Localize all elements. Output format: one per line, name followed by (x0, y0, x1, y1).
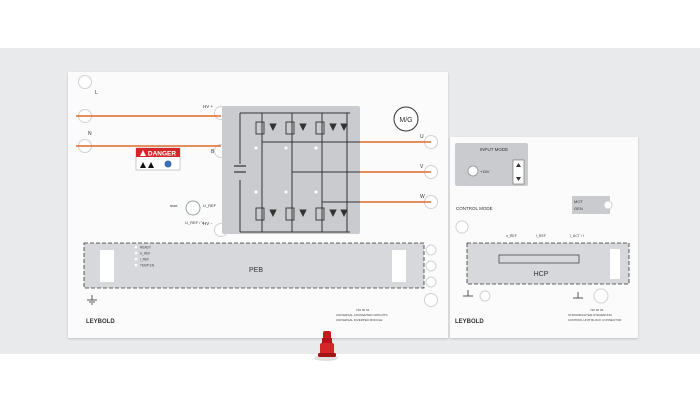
input-mode-switch[interactable] (512, 159, 525, 185)
peb-left-slot (100, 250, 114, 282)
hcp-product-line-2: STROMRICHTER-STEUERUNG (568, 313, 613, 317)
signal-iact: I_ACT / f (570, 234, 584, 238)
peb-brand: LEYBOLD (86, 319, 115, 325)
indicator-temp: TEMP EN (140, 264, 155, 268)
peb-right-slot (392, 250, 406, 282)
label-max: max (170, 203, 178, 208)
igbt-icon (255, 121, 348, 221)
peb-indicators (134, 245, 138, 267)
banana-plug-icon (314, 331, 338, 361)
indicator-uref: U_REF (140, 252, 151, 256)
signal-nref: n_REF (506, 234, 517, 238)
label-uref: U_REF / V (185, 220, 204, 225)
hcp-ground-icon (463, 290, 583, 299)
orange-wires (76, 115, 431, 203)
control-mode-socket[interactable] (455, 220, 469, 234)
gate-dots (254, 146, 318, 194)
hcp-product-line-3: CONTROL UNIT BLOCK CONNECTOR (568, 318, 622, 322)
ground-icon (87, 295, 97, 305)
peb-control-block (83, 242, 425, 289)
hcp-control-block (466, 242, 630, 285)
inverter-bridge-block (222, 106, 360, 234)
signal-iref: I_REF (536, 234, 546, 238)
input-mode-socket[interactable] (467, 165, 479, 177)
peb-label: PEB (249, 267, 263, 274)
danger-text: DANGER (148, 151, 176, 158)
danger-warning-icon (135, 147, 181, 171)
hcp-label: HCP (534, 271, 549, 278)
arrow-down-icon (516, 177, 521, 181)
indicator-ready: READY (140, 246, 152, 250)
gen-label: GEN (574, 206, 583, 211)
label-u: U (420, 134, 424, 140)
label-b: B (211, 149, 215, 155)
potentiometer-knob[interactable] (185, 200, 201, 216)
peb-product-line-1: 726 60 01 (356, 308, 370, 312)
plus-voltage: +15V (480, 169, 490, 174)
mot-label: MOT (574, 199, 583, 204)
peb-product-line-2: UNIVERSAL CONVERTER CIRCUITS (336, 313, 388, 317)
capacitor-icon (234, 165, 246, 173)
label-hv-minus: HV - (203, 221, 213, 226)
motor-generator-symbol (393, 106, 419, 132)
label-udc: U_REF (203, 203, 217, 208)
hcp-brand: LEYBOLD (455, 319, 484, 325)
label-l: L (95, 90, 98, 96)
label-hv-plus: HV + (203, 104, 214, 109)
input-mode-label: INPUT MODE (480, 147, 508, 152)
label-n: N (88, 131, 92, 137)
motor-label: M/G (399, 117, 412, 124)
peb-product-line-3: UNIVERSAL INVERTER MODULE (336, 318, 383, 322)
hcp-slot (610, 249, 620, 279)
hcp-product-line-1: 726 60 02 (590, 308, 604, 312)
hcp-sockets (479, 288, 609, 304)
mot-gen-socket[interactable] (603, 200, 613, 210)
mot-gen-block (572, 196, 610, 214)
hcp-display (498, 254, 580, 264)
control-mode-label: CONTROL MODE (456, 206, 493, 211)
label-v: V (420, 164, 424, 170)
indicator-iref: I_REF (140, 258, 149, 262)
arrow-up-icon (516, 163, 521, 167)
label-w: W (420, 194, 425, 200)
bridge-schematic (239, 112, 360, 233)
